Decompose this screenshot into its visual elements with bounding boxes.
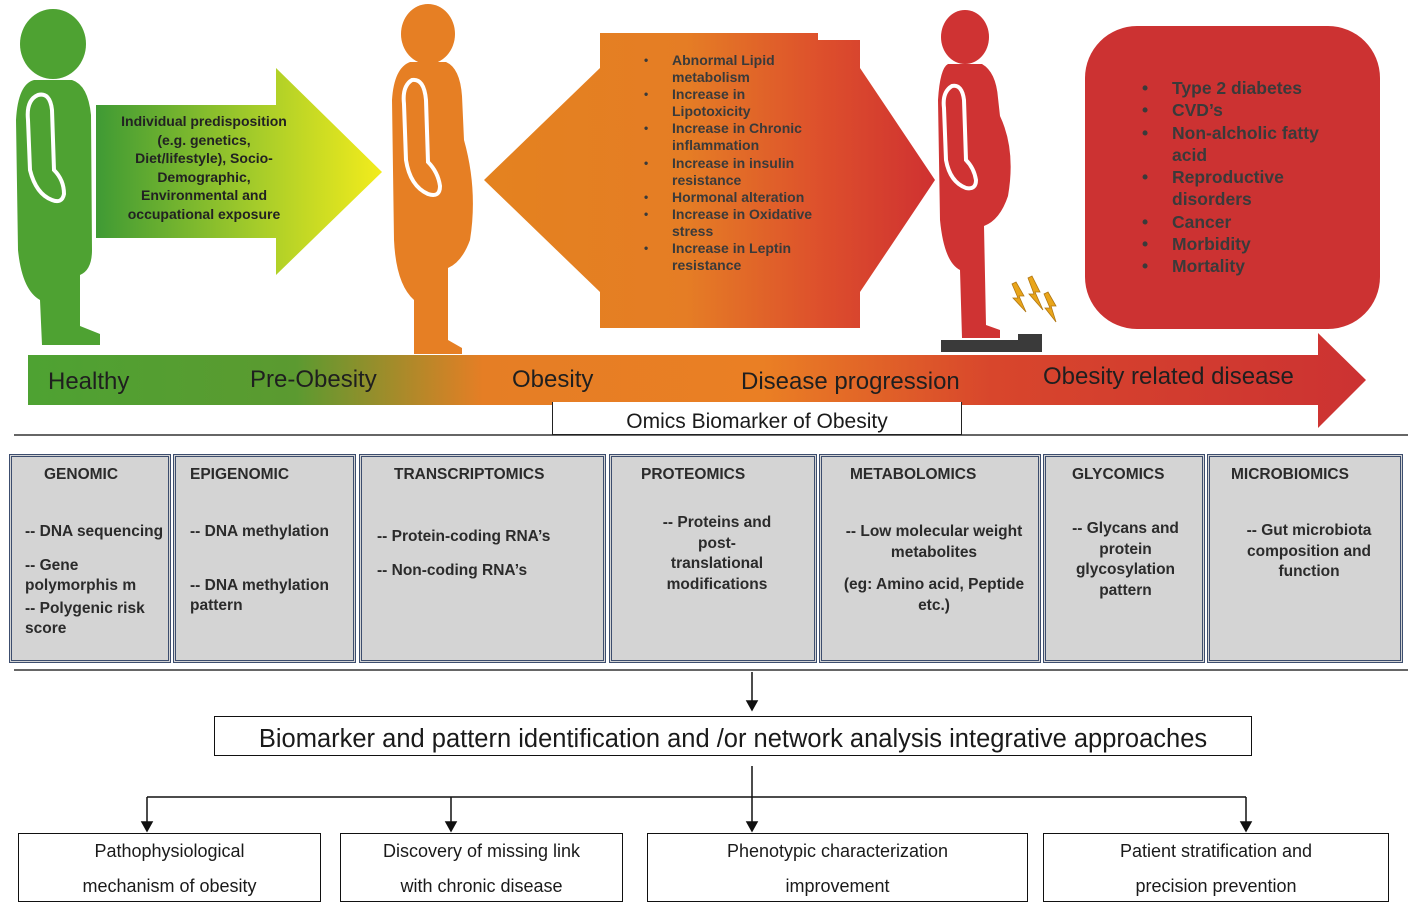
integrative-approach-box: Biomarker and pattern identification and… xyxy=(214,716,1252,756)
omics-column-metabolomics: METABOLOMICS -- Low molecular weight met… xyxy=(819,454,1041,663)
disease-item: Cancer xyxy=(1142,211,1347,234)
mechanism-item: Increase in Lipotoxicity xyxy=(644,86,822,120)
disease-list: Type 2 diabetes CVD’s Non-alcholic fatty… xyxy=(1142,77,1347,278)
mechanism-item: Abnormal Lipid metabolism xyxy=(644,52,822,86)
disease-item: Morbidity xyxy=(1142,233,1347,256)
outcome-line: Phenotypic characterization xyxy=(726,841,949,861)
column-item: -- DNA methylation xyxy=(190,523,329,540)
omics-column-transcriptomics: TRANSCRIPTOMICS -- Protein-coding RNA’s … xyxy=(359,454,606,663)
omics-column-microbiomics: MICROBIOMICS -- Gut microbiota compositi… xyxy=(1207,454,1403,663)
column-item: -- Polygenic risk score xyxy=(25,599,145,638)
column-item: -- Protein-coding RNA’s xyxy=(377,528,551,545)
column-item: -- Proteins and post-translational modif… xyxy=(662,514,772,593)
outcome-line: with chronic disease xyxy=(400,876,563,896)
column-title: TRANSCRIPTOMICS xyxy=(394,466,545,483)
stage-label-pre-obesity: Pre-Obesity xyxy=(250,366,377,393)
column-title: GENOMIC xyxy=(44,466,119,483)
stage-label-disease-progression: Disease progression xyxy=(741,368,960,395)
stage-label-obesity-related-disease: Obesity related disease xyxy=(1043,363,1294,390)
outcome-line: Patient stratification and xyxy=(1119,841,1313,861)
column-title: MICROBIOMICS xyxy=(1231,466,1349,483)
mechanism-item: Increase in Oxidative stress xyxy=(644,206,822,240)
mechanism-item: Increase in insulin resistance xyxy=(644,155,822,189)
outcome-box-pathophysiological: Pathophysiological mechanism of obesity xyxy=(18,833,321,902)
stage-progression-arrow xyxy=(28,333,1366,428)
disease-item: Reproductive disorders xyxy=(1142,166,1347,211)
column-item: -- Glycans and protein glycosylation pat… xyxy=(1072,520,1179,599)
pre-obesity-figure xyxy=(392,4,473,354)
outcome-box-phenotypic: Phenotypic characterization improvement xyxy=(647,833,1028,902)
outcome-line: Discovery of missing link xyxy=(382,841,581,861)
column-title: GLYCOMICS xyxy=(1072,466,1165,483)
mechanism-item: Increase in Chronic inflammation xyxy=(644,120,822,154)
mechanism-item: Hormonal alteration xyxy=(644,189,822,206)
outcome-box-missing-link: Discovery of missing link with chronic d… xyxy=(340,833,623,902)
omics-column-epigenomic: EPIGENOMIC -- DNA methylation -- DNA met… xyxy=(173,454,356,663)
column-title: METABOLOMICS xyxy=(850,466,977,483)
column-item: -- Low molecular weight metabolites xyxy=(845,523,1023,561)
mechanism-list: Abnormal Lipid metabolism Increase in Li… xyxy=(644,52,822,274)
column-title: EPIGENOMIC xyxy=(190,466,290,483)
disease-item: Non-alcholic fatty acid xyxy=(1142,122,1347,167)
predisposition-text: Individual predisposition (e.g. genetics… xyxy=(121,113,287,222)
flow-connectors xyxy=(140,672,1253,833)
outcome-line: mechanism of obesity xyxy=(82,876,257,896)
obese-figure xyxy=(938,10,1011,338)
outcome-box-stratification: Patient stratification and precision pre… xyxy=(1043,833,1389,902)
column-item: (eg: Amino acid, Peptide etc.) xyxy=(843,576,1025,614)
column-title: PROTEOMICS xyxy=(641,466,746,483)
disease-item: Mortality xyxy=(1142,255,1347,278)
omics-column-glycomics: GLYCOMICS -- Glycans and protein glycosy… xyxy=(1043,454,1205,663)
outcome-line: Pathophysiological xyxy=(94,841,245,861)
scale-icon xyxy=(941,334,1042,352)
column-item: -- Gene polymorphis m xyxy=(25,556,137,595)
mechanism-item: Increase in Leptin resistance xyxy=(644,240,822,274)
column-item: -- DNA sequencing xyxy=(25,523,164,540)
predisposition-arrow xyxy=(96,68,382,275)
disease-item: CVD’s xyxy=(1142,99,1347,122)
disease-item: Type 2 diabetes xyxy=(1142,77,1347,100)
column-item: -- DNA methylation pattern xyxy=(190,576,329,615)
column-item: -- Gut microbiota composition and functi… xyxy=(1246,522,1372,580)
omics-column-proteomics: PROTEOMICS -- Proteins and post-translat… xyxy=(609,454,817,663)
stage-label-obesity: Obesity xyxy=(512,366,594,393)
omics-title: Omics Biomarker of Obesity xyxy=(552,402,962,435)
omics-column-genomic: GENOMIC -- DNA sequencing -- Gene polymo… xyxy=(9,454,171,663)
healthy-figure xyxy=(16,9,100,345)
outcome-line: precision prevention xyxy=(1135,876,1297,896)
lightning-icon xyxy=(1011,275,1057,323)
column-item: -- Non-coding RNA’s xyxy=(377,561,528,579)
outcome-line: improvement xyxy=(785,876,890,896)
stage-label-healthy: Healthy xyxy=(48,368,130,395)
